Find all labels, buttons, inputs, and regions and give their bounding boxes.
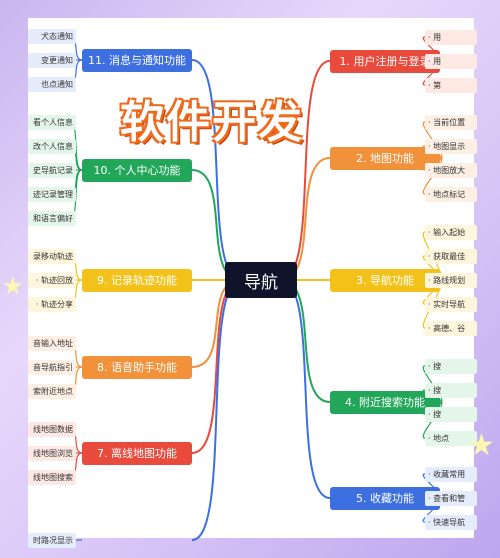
leaf-item[interactable]: · 获取最佳 [425,249,477,264]
leaf-item[interactable]: 史导航记录 [28,163,76,178]
leaf-item[interactable]: · 查看和管 [425,491,477,506]
branch-node[interactable]: 1. 用户注册与登录 [330,49,440,73]
leaf-item[interactable]: 变更通知 [28,53,76,68]
leaf-item[interactable]: 和语言偏好 [28,211,76,226]
leaf-item[interactable]: 录移动轨迹 [28,249,76,264]
leaf-item[interactable]: · 轨迹回放 [28,273,76,288]
leaf-item[interactable]: · 地点 [425,431,477,446]
leaf-item[interactable]: · 用 [425,54,477,69]
leaf-item[interactable]: 看个人信息 [28,115,76,130]
branch-node[interactable]: 4. 附近搜索功能 [330,390,440,414]
leaf-item[interactable]: 迹记录管理 [28,187,76,202]
branch-node[interactable]: 8. 语音助手功能 [82,355,192,379]
leaf-item[interactable]: 也点通知 [28,77,76,92]
branch-node[interactable]: 7. 离线地图功能 [82,441,192,465]
leaf-item[interactable]: · 地图显示 [425,139,477,154]
center-node[interactable]: 导航 [225,262,297,298]
leaf-item[interactable]: · 输入起始 [425,225,477,240]
leaf-item[interactable]: · 用 [425,30,477,45]
branch-node[interactable]: 10. 个人中心功能 [82,158,192,182]
branch-link [280,279,331,499]
leaf-item[interactable]: 音输入地址 [28,336,76,351]
headline-title: 软件开发 [120,97,304,148]
leaf-item[interactable]: · 搜 [425,359,477,374]
leaf-item[interactable]: · 收藏常用 [425,467,477,482]
leaf-item[interactable]: · 搜 [425,383,477,398]
leaf-item[interactable]: · 高德、谷 [425,321,477,336]
leaf-item[interactable]: · 地点标记 [425,187,477,202]
leaf-item[interactable]: 犬态通知 [28,29,76,44]
leaf-item[interactable]: 音导航指引 [28,360,76,375]
leaf-item[interactable]: 改个人信息 [28,139,76,154]
leaf-item[interactable]: 线地图数据 [28,422,76,437]
leaf-item[interactable]: · 路线规划 [425,273,477,288]
leaf-item[interactable]: 线地图浏览 [28,446,76,461]
leaf-item[interactable]: · 实时导航 [425,297,477,312]
leaf-item[interactable]: 索附近地点 [28,384,76,399]
branch-node[interactable]: 5. 收藏功能 [330,486,440,510]
branch-node[interactable]: 9. 记录轨迹功能 [82,268,192,292]
star-icon: ★ [468,428,495,463]
leaf-item[interactable]: · 搜 [425,407,477,422]
branch-node[interactable]: 11. 消息与通知功能 [82,48,192,72]
leaf-item[interactable]: · 快速导航 [425,515,477,530]
leaf-item[interactable]: · 地图放大 [425,163,477,178]
leaf-item[interactable]: 时路况显示 [28,533,76,548]
leaf-item[interactable]: · 当前位置 [425,115,477,130]
branch-node[interactable]: 2. 地图功能 [330,146,440,170]
branch-node[interactable]: 3. 导航功能 [330,268,440,292]
leaf-item[interactable]: 线地图搜索 [28,470,76,485]
leaf-item[interactable]: · 轨迹分享 [28,297,76,312]
leaf-item[interactable]: · 第 [425,78,477,93]
star-icon: ★ [2,272,24,300]
